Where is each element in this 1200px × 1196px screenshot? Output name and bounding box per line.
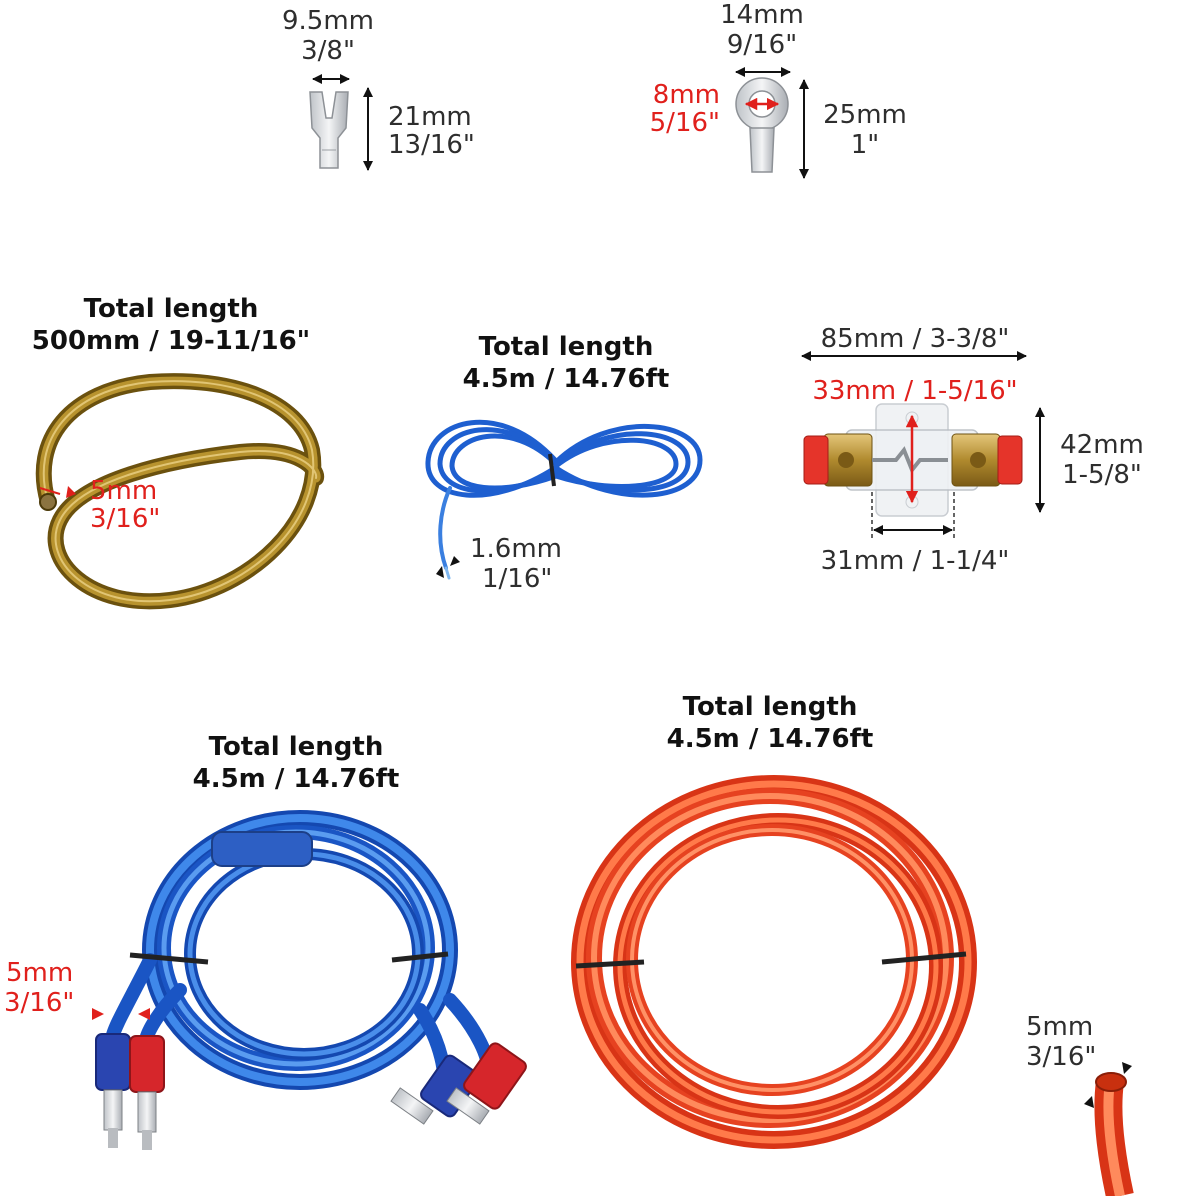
fuse-base: 31mm / 1-1/4"	[820, 546, 1010, 576]
rca-plug-icon	[95, 1033, 527, 1150]
fuse-holder-icon	[803, 403, 1023, 517]
spade-width-mm: 9.5mm	[281, 6, 374, 36]
rca-dia-arrow-left	[92, 1008, 104, 1020]
remote-wire-icon	[425, 419, 703, 580]
fuse-length: 85mm / 3-3/8"	[820, 324, 1010, 354]
ring-height-in: 1"	[850, 130, 880, 160]
remote-tie-icon	[548, 453, 556, 487]
remote-dia-in: 1/16"	[482, 564, 553, 594]
ring-hole-mm: 8mm	[652, 80, 720, 110]
spade-height-in: 13/16"	[388, 130, 475, 160]
fuse-inner: 33mm / 1-5/16"	[812, 376, 1018, 406]
speaker-wire-icon	[35, 373, 325, 610]
spade-width-in: 3/8"	[301, 36, 355, 66]
speaker-title: Total length	[83, 294, 259, 324]
ring-hole-in: 5/16"	[649, 108, 720, 138]
rca-title: Total length	[208, 732, 384, 762]
rca-dia-mm: 5mm	[6, 958, 74, 988]
spade-height-mm: 21mm	[388, 102, 472, 132]
spade-terminal-icon	[309, 91, 349, 169]
power-dia-arrow-right	[1122, 1062, 1132, 1074]
speaker-length: 500mm / 19-11/16"	[31, 326, 311, 356]
power-length: 4.5m / 14.76ft	[666, 724, 874, 754]
rca-length: 4.5m / 14.76ft	[192, 764, 400, 794]
remote-dia-mm: 1.6mm	[470, 534, 563, 564]
power-cable-end-icon	[1094, 1072, 1134, 1196]
power-dia-mm: 5mm	[1026, 1012, 1094, 1042]
speaker-dia-in: 3/16"	[90, 504, 161, 534]
remote-title: Total length	[478, 332, 654, 362]
speaker-dia-mm: 5mm	[90, 476, 158, 506]
ring-width-in: 9/16"	[726, 30, 798, 60]
remote-length: 4.5m / 14.76ft	[462, 364, 670, 394]
fuse-height-in: 1-5/8"	[1062, 460, 1142, 490]
ring-width-mm: 14mm	[720, 0, 804, 30]
power-title: Total length	[682, 692, 858, 722]
speaker-dia-arrow	[39, 487, 61, 495]
fuse-height-mm: 42mm	[1060, 430, 1144, 460]
power-dia-in: 3/16"	[1026, 1042, 1097, 1072]
power-dia-arrow-left	[1084, 1096, 1094, 1108]
rca-dia-in: 3/16"	[4, 988, 75, 1018]
rca-dia-arrow-right	[138, 1008, 150, 1020]
ring-terminal-icon	[735, 77, 789, 173]
ring-height-mm: 25mm	[823, 100, 907, 130]
